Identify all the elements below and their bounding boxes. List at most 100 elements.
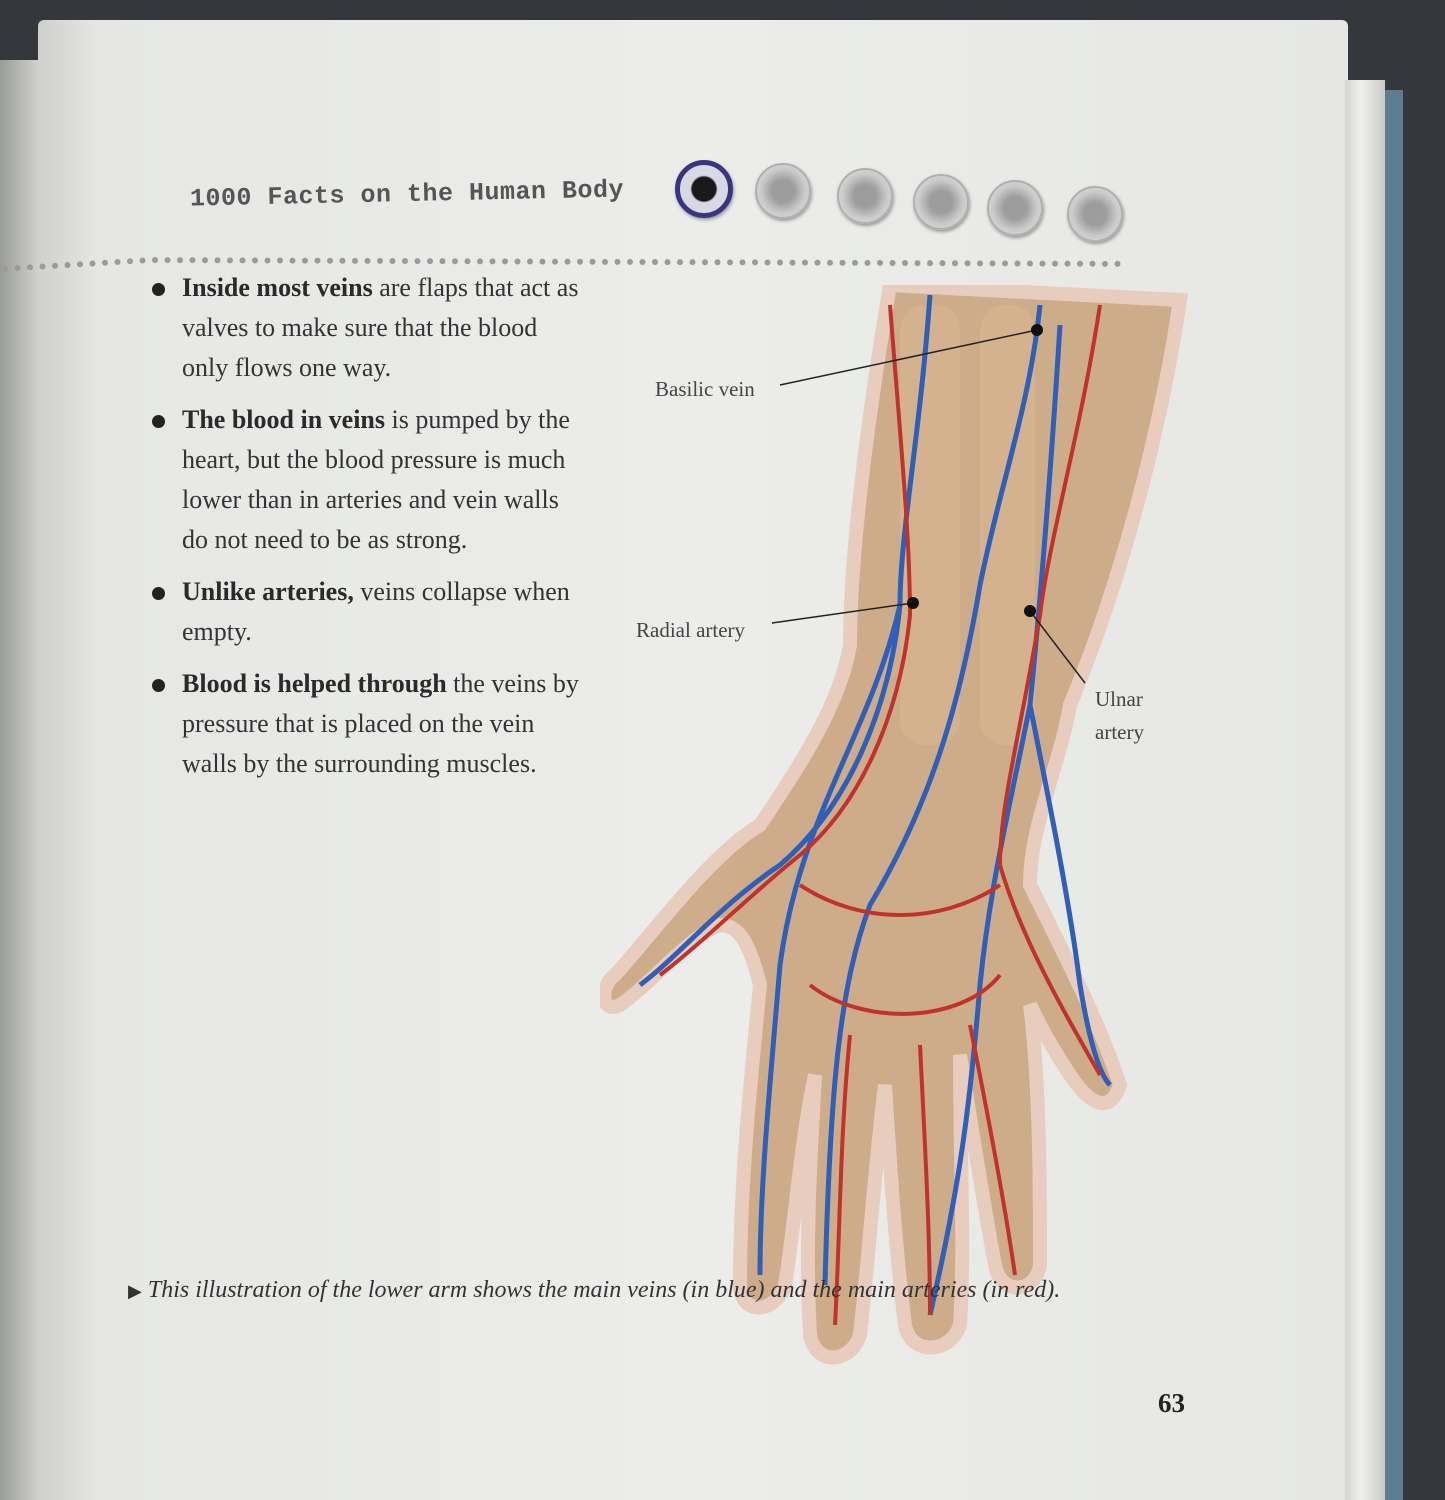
rule-dot (914, 260, 921, 267)
rule-dot (339, 257, 346, 264)
rule-dot (2, 265, 8, 272)
rule-dot (664, 259, 671, 266)
rule-dot (1089, 260, 1096, 267)
rule-dot (377, 257, 383, 264)
rule-dot (939, 260, 946, 267)
rule-dot (864, 259, 871, 266)
rule-dot (402, 258, 408, 265)
rule-dot (1102, 260, 1108, 267)
rule-dot (577, 258, 583, 265)
rule-dot (614, 258, 621, 265)
rule-dot (314, 257, 321, 264)
rule-dot (327, 257, 333, 264)
rule-dot (502, 258, 508, 265)
rule-dot (552, 258, 558, 265)
rule-dot (64, 261, 71, 268)
rule-dot (964, 260, 971, 267)
rule-dot (677, 259, 683, 266)
page-stack-edge (1345, 80, 1385, 1500)
rule-dot (764, 259, 771, 266)
fact-item: Blood is helped through the veins by pre… (150, 664, 580, 784)
triangle-pointer-icon: ▶ (128, 1281, 142, 1301)
brain-icon (755, 163, 811, 219)
rule-dot (1027, 260, 1033, 267)
rule-dot (1114, 260, 1121, 267)
rule-dot (227, 257, 233, 264)
rule-dot (627, 258, 633, 265)
rule-dot (1014, 260, 1021, 267)
book-cover-edge (1385, 90, 1403, 1500)
rule-dot (302, 257, 308, 264)
rule-dot (164, 257, 171, 264)
rule-dot (477, 258, 483, 265)
rule-dot (264, 257, 271, 264)
book-page (38, 20, 1348, 1500)
rule-dot (1039, 260, 1046, 267)
skeleton-icon (1067, 186, 1123, 242)
fact-item: Unlike arteries, veins collapse when emp… (150, 572, 580, 652)
label-radial-artery: Radial artery (636, 618, 746, 642)
rule-dot (702, 259, 708, 266)
rule-dot (752, 259, 758, 266)
dotted-rule (2, 257, 1121, 272)
figure-caption: ▶This illustration of the lower arm show… (128, 1277, 1061, 1303)
rule-dot (989, 260, 996, 267)
rule-dot (89, 260, 96, 267)
rule-dot (202, 257, 208, 264)
rule-dot (214, 257, 221, 264)
rule-dot (877, 259, 883, 266)
rule-dot (114, 258, 121, 265)
rule-dot (602, 258, 608, 265)
rule-dot (527, 258, 533, 265)
rule-dot (289, 257, 296, 264)
rule-dot (889, 259, 896, 266)
rule-dot (1064, 260, 1071, 267)
page-number: 63 (1158, 1388, 1185, 1418)
rule-dot (189, 257, 196, 264)
rule-dot (852, 259, 858, 266)
rule-dot (14, 264, 21, 271)
lungs-icon (837, 168, 893, 224)
rule-dot (52, 262, 58, 269)
rule-dot (977, 260, 983, 267)
rule-dot (39, 263, 46, 270)
fact-list: Inside most veins are flaps that act as … (150, 268, 580, 796)
rule-dot (689, 259, 696, 266)
rule-dot (514, 258, 521, 265)
heart-icon (675, 160, 733, 218)
rule-dot (952, 260, 958, 267)
fact-item: Inside most veins are flaps that act as … (150, 268, 580, 388)
rule-dot (777, 259, 783, 266)
stomach-icon (987, 180, 1043, 236)
rule-dot (77, 261, 83, 268)
rule-dot (427, 258, 433, 265)
rule-dot (539, 258, 546, 265)
rule-dot (564, 258, 571, 265)
rule-dot (639, 258, 646, 265)
label-basilic-vein: Basilic vein (655, 377, 755, 401)
arteries (658, 304, 1102, 1326)
rule-dot (839, 259, 846, 266)
rule-dot (1002, 260, 1008, 267)
rule-dot (139, 257, 146, 264)
rule-dot (252, 257, 258, 264)
rule-dot (652, 259, 658, 266)
hand-outline (600, 285, 1189, 1365)
ear-icon (913, 174, 969, 230)
rule-dot (902, 260, 908, 267)
rule-dot (27, 264, 33, 271)
rule-dot (102, 259, 108, 266)
rule-dot (789, 259, 796, 266)
rule-dot (452, 258, 458, 265)
rule-dot (127, 258, 133, 265)
rule-dot (277, 257, 283, 264)
rule-dot (489, 258, 496, 265)
arm-illustration (600, 285, 1189, 1365)
rule-dot (352, 257, 358, 264)
rule-dot (364, 257, 371, 264)
rule-dot (589, 258, 596, 265)
section-icons (675, 160, 1135, 242)
rule-dot (389, 257, 396, 264)
left-page-edge (0, 60, 45, 1500)
rule-dot (239, 257, 246, 264)
